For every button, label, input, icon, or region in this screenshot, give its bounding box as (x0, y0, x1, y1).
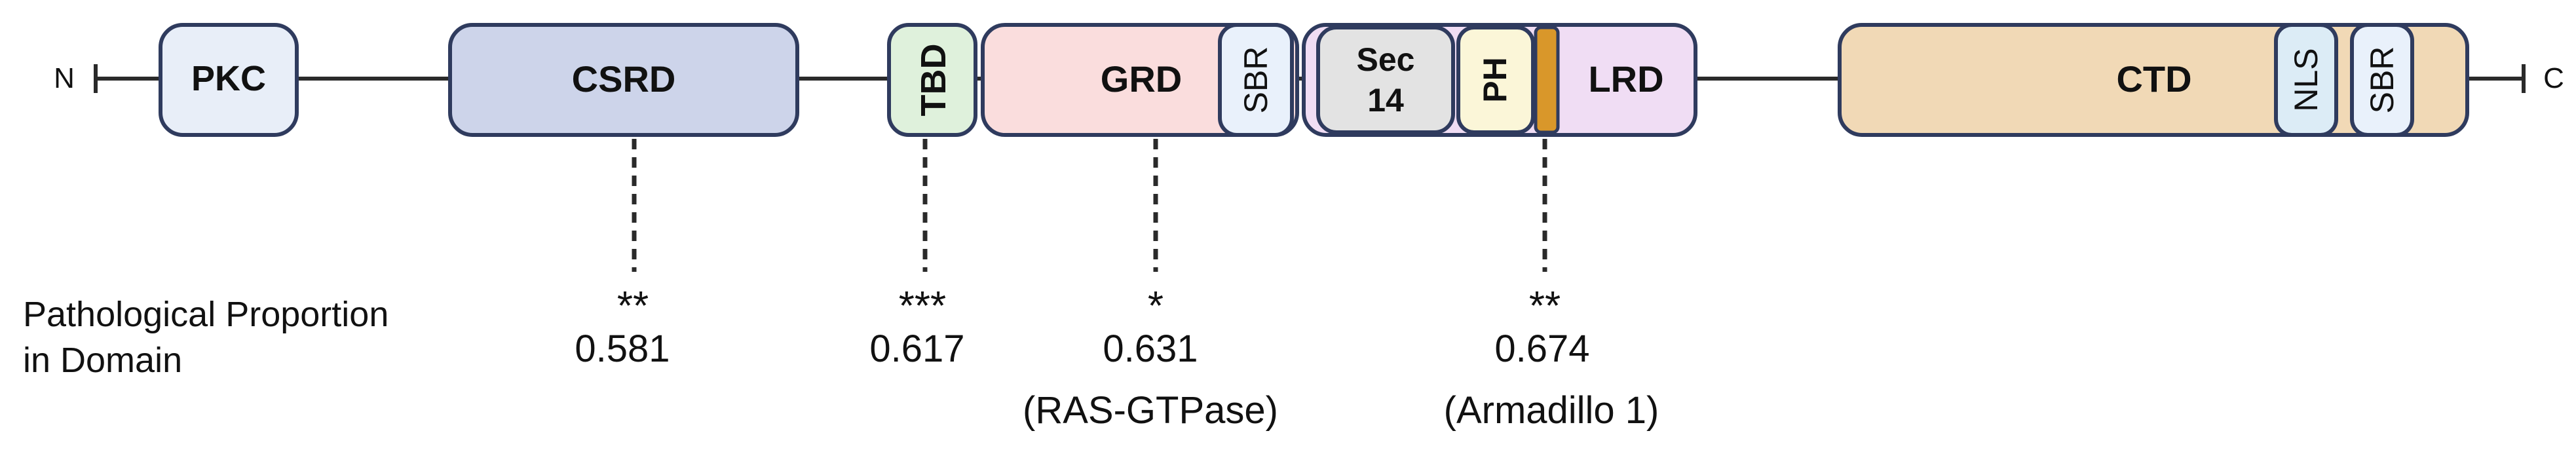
c-terminus-label: C (2543, 62, 2564, 94)
domain-note-armadillo: (Armadillo 1) (1444, 389, 1659, 432)
proportion-value-csrd: 0.581 (575, 328, 670, 370)
sbr-subdomain-ctd (2350, 23, 2414, 137)
csrd-domain (448, 23, 799, 137)
sec14-domain (1316, 26, 1455, 134)
proportion-value-armadillo: 0.674 (1494, 328, 1589, 370)
sbr-label-ctd: SBR (2364, 47, 2400, 114)
significance-stars-armadillo: ** (1529, 284, 1561, 329)
nls-label: NLS (2288, 48, 2324, 111)
significance-stars-csrd: ** (617, 284, 649, 329)
sec14-label-line2: 14 (1367, 82, 1404, 119)
proportion-value-tbd: 0.617 (869, 328, 964, 370)
nls-subdomain (2274, 23, 2338, 137)
armadillo-segment (1534, 26, 1560, 134)
pkc-domain (159, 23, 299, 137)
ctd-label: CTD (2116, 58, 2191, 100)
tbd-label: TBD (914, 44, 953, 117)
significance-stars-tbd: *** (899, 284, 946, 329)
sec14-label-line1: Sec (1357, 41, 1415, 78)
tbd-domain (887, 23, 977, 137)
row-label-line2: in Domain (23, 341, 182, 380)
domain-note-grd: (RAS-GTPase) (1023, 389, 1278, 432)
sbr-label-grd: SBR (1238, 47, 1274, 114)
lrd-label: LRD (1588, 58, 1663, 100)
pkc-label: PKC (191, 59, 266, 98)
sbr-subdomain-grd (1218, 23, 1294, 137)
n-terminus-label: N (54, 62, 75, 94)
csrd-label: CSRD (572, 58, 676, 100)
proportion-value-grd: 0.631 (1103, 328, 1198, 370)
row-label-line1: Pathological Proportion (23, 295, 388, 334)
grd-label: GRD (1101, 58, 1182, 100)
ph-domain (1456, 26, 1535, 134)
significance-stars-grd: * (1148, 284, 1164, 329)
ph-label: PH (1477, 57, 1513, 102)
